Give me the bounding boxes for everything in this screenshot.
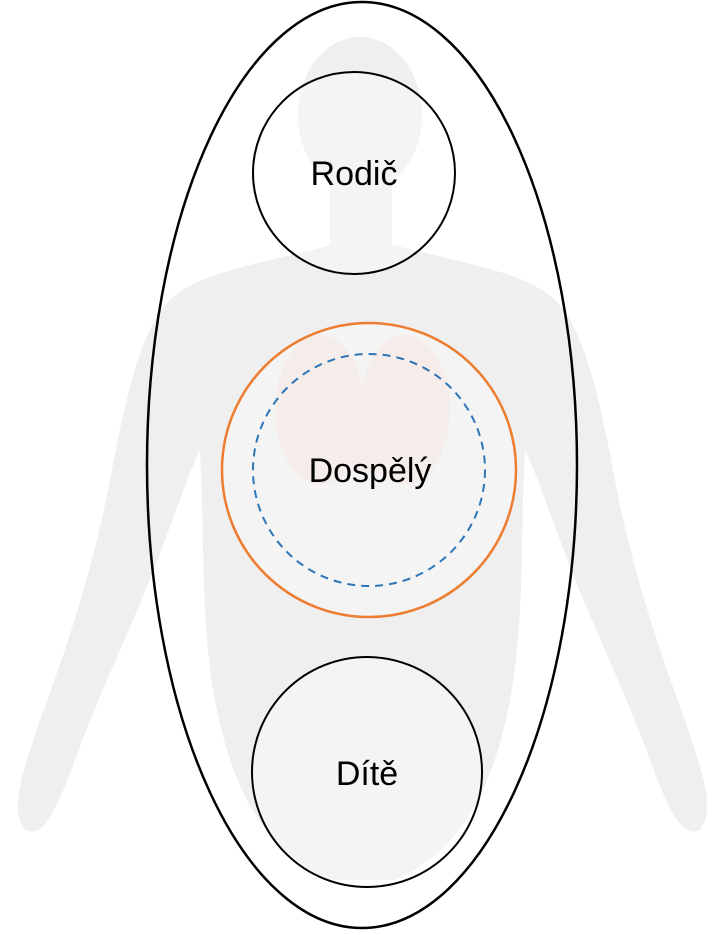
adult-state: Dospělý bbox=[220, 321, 518, 619]
adult-label: Dospělý bbox=[309, 452, 432, 490]
silhouette-torso bbox=[17, 245, 708, 880]
organ-lung-left bbox=[275, 335, 365, 485]
outer-oval bbox=[145, 0, 579, 930]
child-state: Dítě bbox=[251, 656, 483, 888]
silhouette-neck bbox=[330, 180, 392, 250]
organ-heart bbox=[342, 404, 402, 476]
adult-inner-dashed-circle bbox=[252, 353, 486, 587]
child-label: Dítě bbox=[336, 755, 398, 793]
parent-circle bbox=[252, 71, 456, 275]
organs-hint bbox=[275, 335, 450, 485]
adult-outer-circle bbox=[220, 321, 518, 619]
child-circle bbox=[251, 656, 483, 888]
parent-label: Rodič bbox=[311, 155, 398, 193]
parent-state: Rodič bbox=[252, 71, 456, 275]
